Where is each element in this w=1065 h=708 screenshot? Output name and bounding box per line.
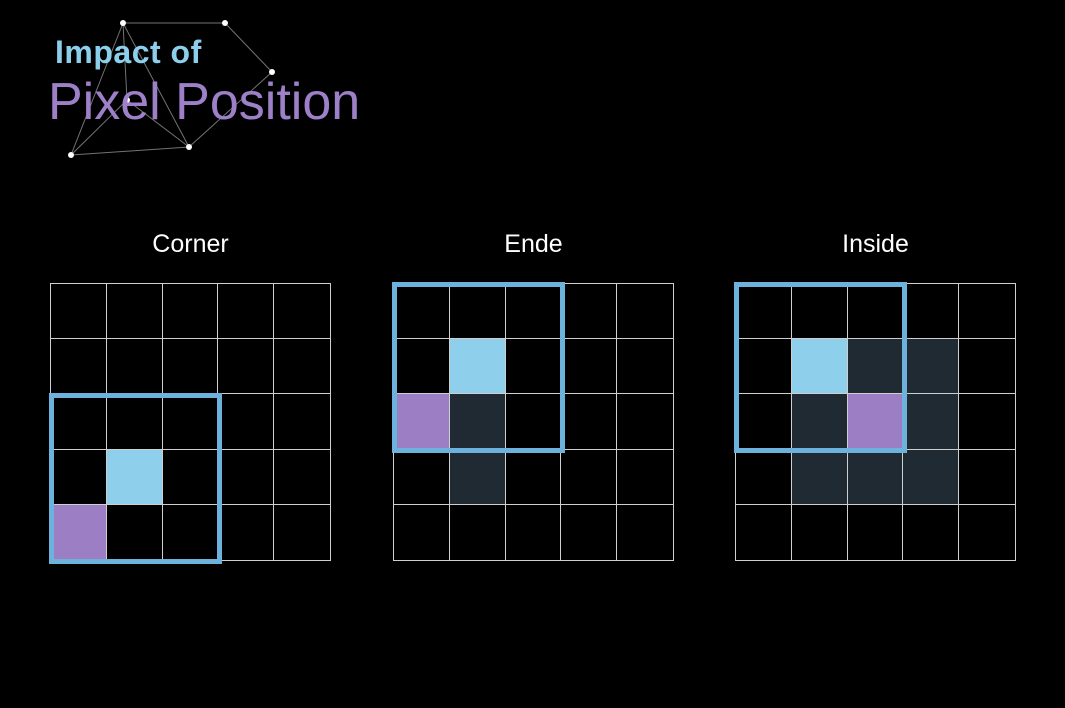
grid-cell [162,394,219,450]
grid-cell [505,449,562,505]
grid-cell [449,449,506,505]
page-title: Pixel Position [48,73,361,131]
grid-cell [274,284,330,340]
grid-cell [162,449,219,505]
grid-cell [274,339,330,395]
grid-cell [617,450,673,505]
grid-cell [449,339,506,395]
grid-label-corner: Corner [152,230,229,258]
grid-cell [51,394,107,450]
grid-cell [736,449,792,505]
pixel-grid-panel-inside: Inside [733,226,1016,561]
grid-cell [903,284,960,340]
grid-cell [51,449,107,505]
grid-cell [394,339,450,395]
grid-cell [959,284,1015,340]
grid-cell [561,449,618,505]
grid-cell [903,504,960,560]
grid-cell [505,394,562,450]
grid-cell [792,504,848,560]
grid-cell [617,394,673,450]
grid-cell [617,505,673,560]
grid-cell [561,394,618,450]
grid-cell [218,449,275,505]
grid-cell [394,394,450,450]
grid-cell [218,339,275,395]
grid-cell [847,449,904,505]
pixel-grid-corner [48,283,331,565]
grid-cell [506,504,562,560]
grid-label-ende: Ende [504,230,563,258]
grid-cell [107,504,163,560]
grid-cell [218,394,275,450]
grid-cell [450,504,506,560]
title-block: Impact of Pixel Position [48,36,360,128]
grid-cell [394,449,450,505]
grid-cell [903,339,960,395]
grid-cell [51,504,107,560]
grid-cell [959,394,1015,450]
grid-cell [736,504,792,560]
grid-cell [791,394,848,450]
grid-cell [847,394,904,450]
grid-cell [736,339,792,395]
grid-cell [791,339,848,395]
grid-cell [736,394,792,450]
grid-cell [959,450,1015,505]
pixel-grid-inside [733,281,1016,561]
grid-cell [51,339,107,395]
grid-cell [274,450,330,505]
title-kicker: Impact of [55,34,202,70]
grid-cell [218,504,275,560]
grid-cell [162,284,219,340]
grid-cell [791,449,848,505]
pixel-grid-panel-corner: Corner [48,226,331,565]
grid-cell [218,284,275,340]
grid-cell [394,284,450,340]
grid-cell [561,284,618,340]
grid-cell [106,339,163,395]
grid-cell [106,449,163,505]
grid-cell [847,284,904,340]
grid-label-inside: Inside [842,230,909,258]
grid-cell [617,284,673,340]
grid-cell [505,284,562,340]
grid-cell [274,394,330,450]
grid-cell [959,339,1015,395]
grid-cell [394,504,450,560]
grid-cell [561,504,618,560]
grid-cell [736,284,792,340]
grid-cell [959,505,1015,560]
grid-cell [903,394,960,450]
grid-cell [903,449,960,505]
grid-cell [106,394,163,450]
grid-cell [449,284,506,340]
grid-cell [561,339,618,395]
pixel-grid-panel-ende: Ende [391,226,674,561]
grid-cell [162,339,219,395]
grid-cell [51,284,107,340]
grid-cell [791,284,848,340]
grid-cell [106,284,163,340]
grid-cell [848,504,904,560]
grid-cell [847,339,904,395]
grid-cell [449,394,506,450]
grid-cell [505,339,562,395]
grid-cell [274,505,330,560]
pixel-grid-ende [391,281,674,561]
grid-cell [163,504,219,560]
grid-cell [617,339,673,395]
